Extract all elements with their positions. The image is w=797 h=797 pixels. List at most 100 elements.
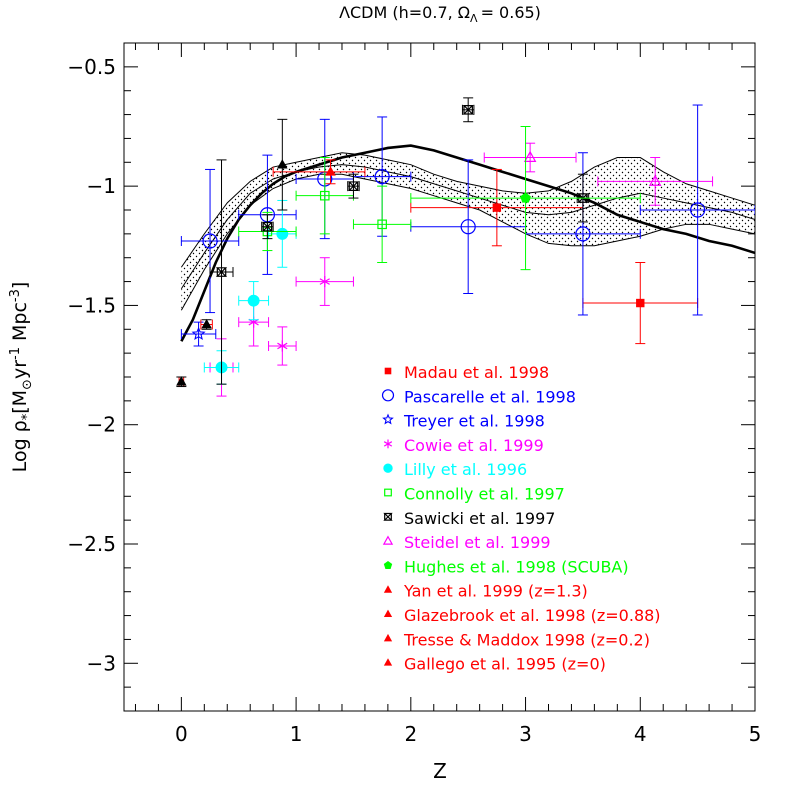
legend-label: Sawicki et al. 1997 (404, 509, 555, 528)
marker-square-filled (636, 298, 645, 308)
series-madau-et-al-1998 (410, 168, 699, 345)
marker-pentagon-filled (520, 192, 531, 203)
legend-label: Glazebrook et al. 1998 (z=0.88) (404, 606, 661, 625)
marker-triangle-filled (201, 318, 212, 329)
y-tick-label: −2.5 (67, 532, 116, 556)
marker-bowtie (347, 181, 360, 191)
legend-item: Lilly et al. 1996 (383, 460, 527, 479)
marker-triangle-filled (383, 633, 393, 642)
marker-circle-open (202, 233, 218, 249)
marker-triangle-open (648, 174, 662, 186)
y-tick-label: −2 (87, 413, 116, 437)
chart-title-sub: Λ (470, 12, 478, 25)
series-sawicki-et-al-1997 (209, 97, 590, 385)
legend-label: Treyer et al. 1998 (403, 412, 545, 431)
marker-triangle-open (382, 535, 394, 545)
x-tick-label: 2 (404, 722, 417, 746)
x-tick-label: 1 (290, 722, 303, 746)
legend-label: Tresse & Maddox 1998 (z=0.2) (403, 630, 650, 649)
y-axis-label-sub: * (20, 413, 35, 420)
legend-item: Pascarelle et al. 1998 (381, 387, 576, 406)
legend-item: Yan et al. 1999 (z=1.3) (383, 582, 588, 601)
chart-title-main: ΛCDM (h=0.7, Ω (339, 3, 470, 22)
marker-circle-open (575, 226, 591, 242)
y-axis-label-rest: [M (9, 390, 31, 414)
series-tresse-maddox-1998-z-0-2- (200, 318, 213, 330)
marker-asterisk-arm (277, 342, 288, 350)
model-band-fill (181, 152, 755, 311)
y-axis-label-sup2: -3 (8, 289, 23, 302)
marker-square-filled (492, 203, 502, 212)
marker-circle-open (374, 169, 390, 185)
marker-square-open (377, 219, 387, 230)
legend-label: Cowie et al. 1999 (404, 436, 544, 455)
y-tick-label: −1.5 (67, 293, 116, 317)
legend-item: Madau et al. 1998 (384, 363, 549, 382)
marker-bowtie (261, 221, 274, 232)
marker-bowtie (215, 267, 228, 277)
marker-asterisk-arm (248, 318, 259, 326)
series-pascarelle-et-al-1998 (180, 104, 755, 316)
marker-asterisk (277, 340, 288, 352)
marker-circle-open (690, 202, 706, 218)
legend-label: Madau et al. 1998 (404, 363, 549, 382)
marker-pentagon-filled (383, 561, 393, 569)
series-yan-et-al-1999-z-1-3- (272, 159, 366, 185)
x-tick-label: 0 (175, 722, 188, 746)
legend-item: Gallego et al. 1995 (z=0) (383, 655, 606, 674)
marker-bowtie (383, 512, 393, 521)
marker-bowtie (462, 105, 474, 115)
marker-star-open (191, 326, 206, 341)
y-tick-label: −0.5 (67, 55, 116, 79)
x-tick-label: 3 (519, 722, 532, 746)
legend-item: Connolly et al. 1997 (384, 485, 565, 504)
legend-label: Connolly et al. 1997 (404, 485, 565, 504)
legend-label: Steidel et al. 1999 (404, 533, 551, 552)
legend-label: Yan et al. 1999 (z=1.3) (403, 582, 588, 601)
y-axis-label-mpc: Mpc (9, 302, 31, 347)
legend-item: Hughes et al. 1998 (SCUBA) (383, 557, 629, 576)
marker-asterisk-arm (383, 441, 393, 447)
y-tick-label: −3 (87, 651, 116, 675)
marker-asterisk (319, 275, 330, 288)
legend-label: Pascarelle et al. 1998 (404, 387, 576, 406)
marker-triangle-filled (383, 609, 393, 618)
x-axis-label: Z (433, 759, 447, 783)
legend-item: Treyer et al. 1998 (382, 412, 545, 431)
marker-triangle-filled (383, 585, 393, 593)
marker-square-filled (384, 367, 392, 375)
marker-star-open (382, 413, 394, 425)
legend-item: Sawicki et al. 1997 (383, 509, 555, 528)
y-axis-label-sup1: -1 (8, 347, 23, 360)
x-tick-label: 4 (634, 722, 647, 746)
legend-item: Glazebrook et al. 1998 (z=0.88) (383, 606, 661, 625)
marker-square-open (384, 488, 392, 497)
y-axis-label-group: Log ρ*[M⊙yr-1 Mpc-3] (8, 282, 35, 473)
series-treyer-et-al-1998 (180, 321, 217, 347)
y-tick-label: −1 (87, 174, 116, 198)
series-hughes-et-al-1998-scuba- (410, 126, 641, 271)
marker-circle-filled (247, 294, 260, 307)
marker-triangle-filled (277, 159, 288, 169)
data-points (176, 97, 755, 397)
marker-asterisk (383, 439, 393, 449)
chart-title: ΛCDM (h=0.7, ΩΛ= 0.65) (339, 3, 541, 25)
y-axis-label-yr: yr (9, 360, 31, 379)
marker-asterisk-arm (319, 278, 330, 285)
y-axis-label: Log ρ*[M⊙yr-1 Mpc-3] (8, 282, 35, 473)
marker-triangle-filled (325, 166, 336, 176)
marker-circle-filled (383, 463, 393, 473)
legend-item: Cowie et al. 1999 (383, 436, 544, 455)
legend-label: Gallego et al. 1995 (z=0) (404, 655, 606, 674)
marker-circle-filled (276, 227, 289, 240)
y-axis-label-close: ] (9, 282, 31, 289)
legend-label: Hughes et al. 1998 (SCUBA) (404, 557, 629, 576)
legend-label: Lilly et al. 1996 (404, 460, 527, 479)
marker-circle-open (460, 219, 476, 235)
legend-item: Tresse & Maddox 1998 (z=0.2) (383, 630, 650, 649)
marker-square-open (319, 190, 330, 201)
y-axis-label-main: Log ρ (9, 420, 31, 472)
marker-triangle-filled (176, 376, 187, 386)
marker-triangle-open (523, 150, 537, 162)
